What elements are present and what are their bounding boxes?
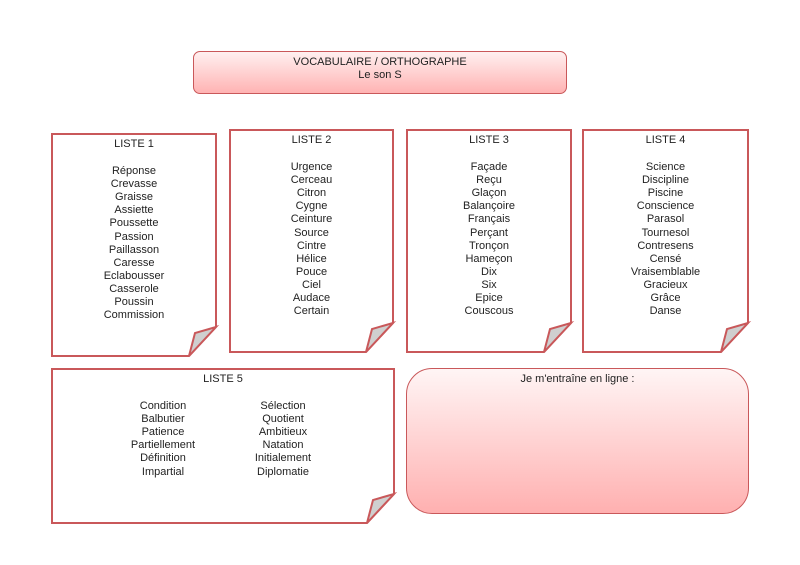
list-word: Science — [645, 161, 686, 174]
page-curl-frame — [406, 129, 575, 353]
list-word: Contresens — [637, 239, 694, 252]
page-curl-frame — [229, 129, 397, 353]
list-word: Graisse — [115, 191, 153, 204]
list-word: Casserole — [109, 282, 159, 295]
list-title: LISTE 3 — [469, 134, 509, 146]
list-title: LISTE 2 — [291, 134, 332, 146]
list-word: Balbutier — [141, 413, 185, 426]
list-word: Epice — [475, 292, 503, 305]
online-practice-box: Je m'entraîne en ligne : — [406, 368, 749, 514]
list-word: Passion — [114, 230, 154, 243]
page-subtitle: Le son S — [358, 69, 402, 81]
list-word: Diplomatie — [257, 465, 309, 478]
page-curl-icon — [720, 321, 752, 353]
list-word: Tronçon — [469, 239, 509, 252]
list-word: Perçant — [470, 226, 508, 239]
list-word: Sélection — [260, 400, 306, 413]
list-title: LISTE 1 — [114, 138, 154, 150]
list-word: Balançoire — [463, 200, 515, 213]
list-word: Partiellement — [130, 439, 196, 452]
page-curl-frame — [51, 133, 220, 357]
list-word: Ambitieux — [258, 426, 308, 439]
list-word: Glaçon — [471, 187, 507, 200]
list-word: Impartial — [141, 465, 185, 478]
list-word: Condition — [139, 400, 187, 413]
list-title: LISTE 5 — [203, 373, 243, 385]
list-word: Six — [481, 278, 497, 291]
list-word: Conscience — [636, 200, 695, 213]
list-word: Initialement — [254, 452, 312, 465]
list-word: Cerceau — [290, 174, 333, 187]
list-word: Vraisemblable — [630, 265, 701, 278]
list-word: Tournesol — [641, 226, 690, 239]
list-word: Piscine — [647, 187, 684, 200]
list-word: Pouce — [295, 265, 328, 278]
list-word: Natation — [262, 439, 304, 452]
list-word: Parasol — [646, 213, 685, 226]
list-title: LISTE 4 — [645, 134, 686, 146]
list-word: Dix — [481, 265, 497, 278]
page-curl-frame — [582, 129, 752, 353]
list-word: Discipline — [641, 174, 690, 187]
list-word: Hameçon — [465, 252, 513, 265]
page-curl-icon — [365, 321, 397, 353]
list-word: Commission — [103, 309, 165, 322]
list-word: Caresse — [113, 256, 155, 269]
list-word: Couscous — [464, 305, 514, 318]
list-word: Grâce — [650, 292, 681, 305]
list-word: Patience — [141, 426, 185, 439]
list-word: Quotient — [262, 413, 304, 426]
list-word: Français — [467, 213, 511, 226]
list-word: Crevasse — [110, 178, 158, 191]
list-word: Reçu — [476, 174, 502, 187]
list-word: Définition — [140, 452, 186, 465]
list-word: Source — [294, 226, 329, 239]
list-word: Assiette — [114, 204, 154, 217]
list-word: Cintre — [296, 239, 327, 252]
list-word: Façade — [470, 161, 508, 174]
list-word: Poussin — [114, 296, 154, 309]
page-curl-icon — [188, 325, 220, 357]
list-word: Certain — [293, 305, 330, 318]
list-word: Censé — [649, 252, 682, 265]
list-word: Hélice — [296, 252, 327, 265]
list-word: Réponse — [111, 165, 157, 178]
page-curl-icon — [366, 492, 398, 524]
list-word: Cygne — [295, 200, 328, 213]
page-curl-icon — [543, 321, 575, 353]
list-word: Ciel — [302, 278, 321, 291]
list-word: Audace — [292, 292, 331, 305]
list-word: Citron — [296, 187, 327, 200]
page-curl-frame — [51, 368, 398, 524]
list-word: Gracieux — [643, 278, 688, 291]
page-title: VOCABULAIRE / ORTHOGRAPHE — [293, 56, 467, 68]
online-practice-label: Je m'entraîne en ligne : — [520, 373, 635, 385]
list-word: Eclabousser — [103, 269, 165, 282]
list-word: Ceinture — [290, 213, 333, 226]
list-word: Poussette — [109, 217, 159, 230]
header-banner: VOCABULAIRE / ORTHOGRAPHE Le son S — [193, 51, 567, 94]
list-word: Danse — [649, 305, 682, 318]
list-word: Paillasson — [108, 243, 160, 256]
list-word: Urgence — [290, 161, 333, 174]
